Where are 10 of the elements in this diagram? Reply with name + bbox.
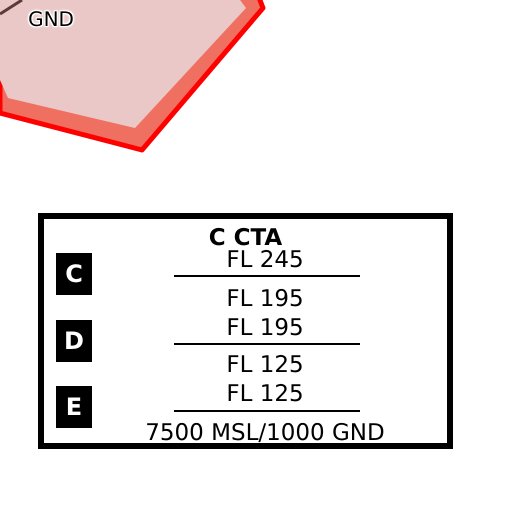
altitude-label: FL 195 [226, 286, 304, 312]
airspace-class-badge: C [56, 253, 92, 295]
map-label: GND [28, 6, 74, 32]
altitude-label: FL 195 [226, 315, 304, 341]
airspace-class-badge: D [56, 320, 92, 362]
altitude-label: FL 125 [226, 352, 304, 378]
altitude-label: 7500 MSL/1000 GND [145, 420, 385, 446]
legend-panel [38, 213, 453, 449]
altitude-label: FL 125 [226, 381, 304, 407]
airspace-class-badge: E [56, 386, 92, 428]
